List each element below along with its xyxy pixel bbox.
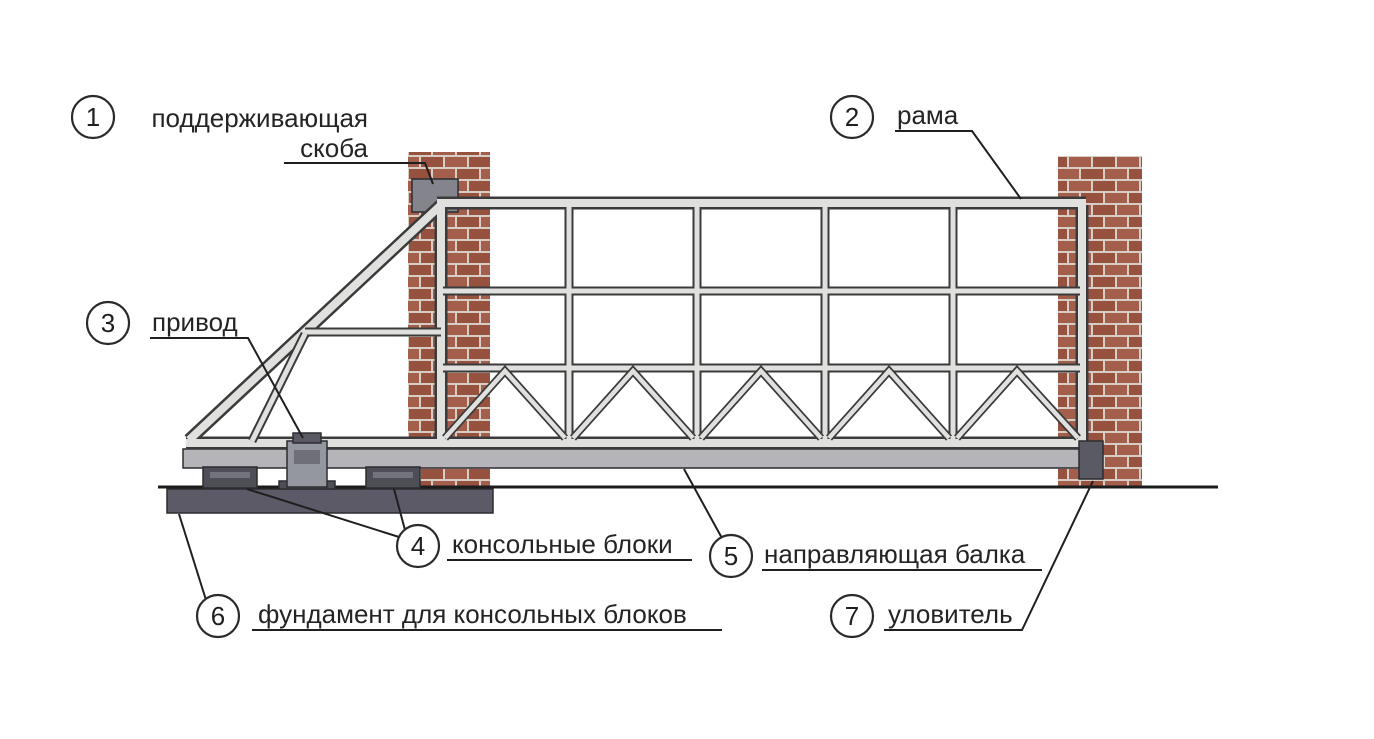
leader-roller-left (246, 488, 400, 538)
leader-beam (683, 468, 724, 541)
callout-1-circle (70, 94, 116, 140)
leader-frame (895, 130, 1022, 200)
callout-6-circle (195, 593, 241, 639)
callout-1-label-line2: скоба (300, 133, 368, 163)
callout-3: 3 привод (85, 300, 238, 346)
callout-4: 4 консольные блоки (395, 523, 673, 569)
callout-1-number: 1 (86, 102, 100, 132)
callout-7-number: 7 (845, 601, 859, 631)
drive-unit (278, 432, 336, 490)
callout-3-number: 3 (101, 308, 115, 338)
roller-block-right (365, 466, 421, 489)
gate-frame (186, 203, 1086, 445)
callout-3-circle (85, 300, 131, 346)
callout-4-label: консольные блоки (452, 529, 673, 559)
callout-6-label: фундамент для консольных блоков (258, 599, 687, 629)
callout-6: 6 фундамент для консольных блоков (195, 593, 687, 639)
callout-1: 1 поддерживающая скоба (70, 94, 369, 163)
leader-foundation (178, 513, 207, 601)
catcher (1078, 440, 1104, 480)
callout-1-label-line1: поддерживающая (151, 103, 368, 133)
callout-6-number: 6 (211, 601, 225, 631)
leader-support-bracket (284, 162, 434, 185)
callout-5-circle (708, 533, 754, 579)
callout-4-circle (395, 523, 441, 569)
callout-3-label: привод (152, 307, 238, 337)
callout-5-label: направляющая балка (764, 539, 1026, 569)
callout-7-circle (829, 593, 875, 639)
leader-roller-right (393, 488, 406, 531)
callout-7-label: уловитель (888, 599, 1013, 629)
leader-lines (150, 130, 1094, 631)
callout-2: 2 рама (829, 94, 959, 140)
callout-7: 7 уловитель (829, 593, 1013, 639)
leader-drive (150, 337, 304, 439)
callout-2-circle (829, 94, 875, 140)
roller-block-left (202, 466, 258, 489)
foundation-slab (166, 488, 494, 514)
callout-2-number: 2 (845, 102, 859, 132)
callout-5: 5 направляющая балка (708, 533, 1026, 579)
leader-catcher (884, 480, 1094, 631)
callout-2-label: рама (897, 100, 959, 130)
callout-5-number: 5 (724, 541, 738, 571)
callout-4-number: 4 (411, 531, 425, 561)
